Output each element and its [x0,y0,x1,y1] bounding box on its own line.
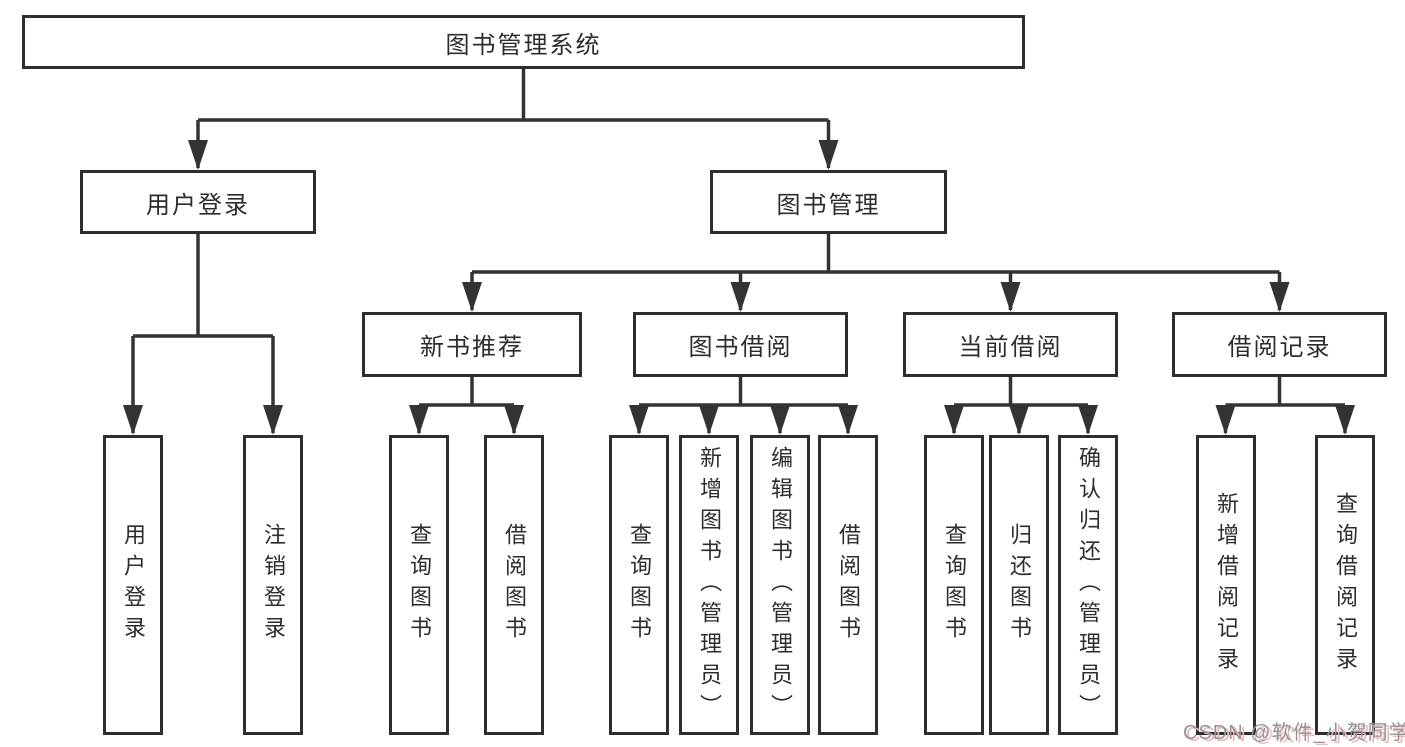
node-book-borrow: 图书借阅 [633,312,848,377]
leaf-label: 用户登录 [121,523,146,647]
node-borrow-records: 借阅记录 [1172,312,1387,377]
node-label: 借阅记录 [1227,334,1332,361]
node-library-management-system: 图书管理系统 [22,15,1025,69]
node-current-borrow: 当前借阅 [903,312,1118,377]
leaf-add-books-admin: 新增图书（管理员） [679,435,739,735]
leaf-label: 查询图书 [627,523,652,647]
node-label: 当前借阅 [958,334,1063,361]
leaf-query-books-borrow: 查询图书 [609,435,669,735]
leaf-confirm-return-admin: 确认归还（管理员） [1058,435,1118,735]
leaf-query-books-recommend: 查询图书 [389,435,449,735]
node-label: 图书管理系统 [445,31,602,59]
leaf-label: 查询图书 [407,523,432,647]
leaf-edit-books-admin: 编辑图书（管理员） [750,435,810,735]
node-label: 新书推荐 [420,334,524,361]
node-new-book-recommend: 新书推荐 [362,312,582,377]
leaf-label: 查询图书 [942,523,967,647]
leaf-label: 新增图书（管理员） [697,445,722,725]
leaf-query-books-current: 查询图书 [924,435,984,735]
leaf-borrow-books-recommend: 借阅图书 [484,435,544,735]
leaf-label: 查询借阅记录 [1333,492,1358,678]
leaf-logout: 注销登录 [243,435,303,735]
node-label: 图书管理 [776,191,881,219]
node-label: 图书借阅 [688,334,793,361]
leaf-return-books: 归还图书 [989,435,1049,735]
node-book-management: 图书管理 [710,170,947,234]
csdn-watermark: CSDN @软件_小贺同学 [1183,722,1405,744]
node-user-login: 用户登录 [80,170,316,234]
leaf-label: 确认归还（管理员） [1076,445,1101,725]
leaf-label: 编辑图书（管理员） [768,445,793,725]
leaf-label: 注销登录 [261,523,286,647]
leaf-query-borrow-record: 查询借阅记录 [1315,435,1375,735]
leaf-label: 借阅图书 [836,523,861,647]
leaf-label: 新增借阅记录 [1214,492,1239,678]
leaf-borrow-books: 借阅图书 [818,435,878,735]
leaf-label: 归还图书 [1007,523,1032,647]
node-label: 用户登录 [146,191,250,219]
leaf-add-borrow-record: 新增借阅记录 [1196,435,1256,735]
leaf-user-login: 用户登录 [103,435,163,735]
leaf-label: 借阅图书 [502,523,527,647]
